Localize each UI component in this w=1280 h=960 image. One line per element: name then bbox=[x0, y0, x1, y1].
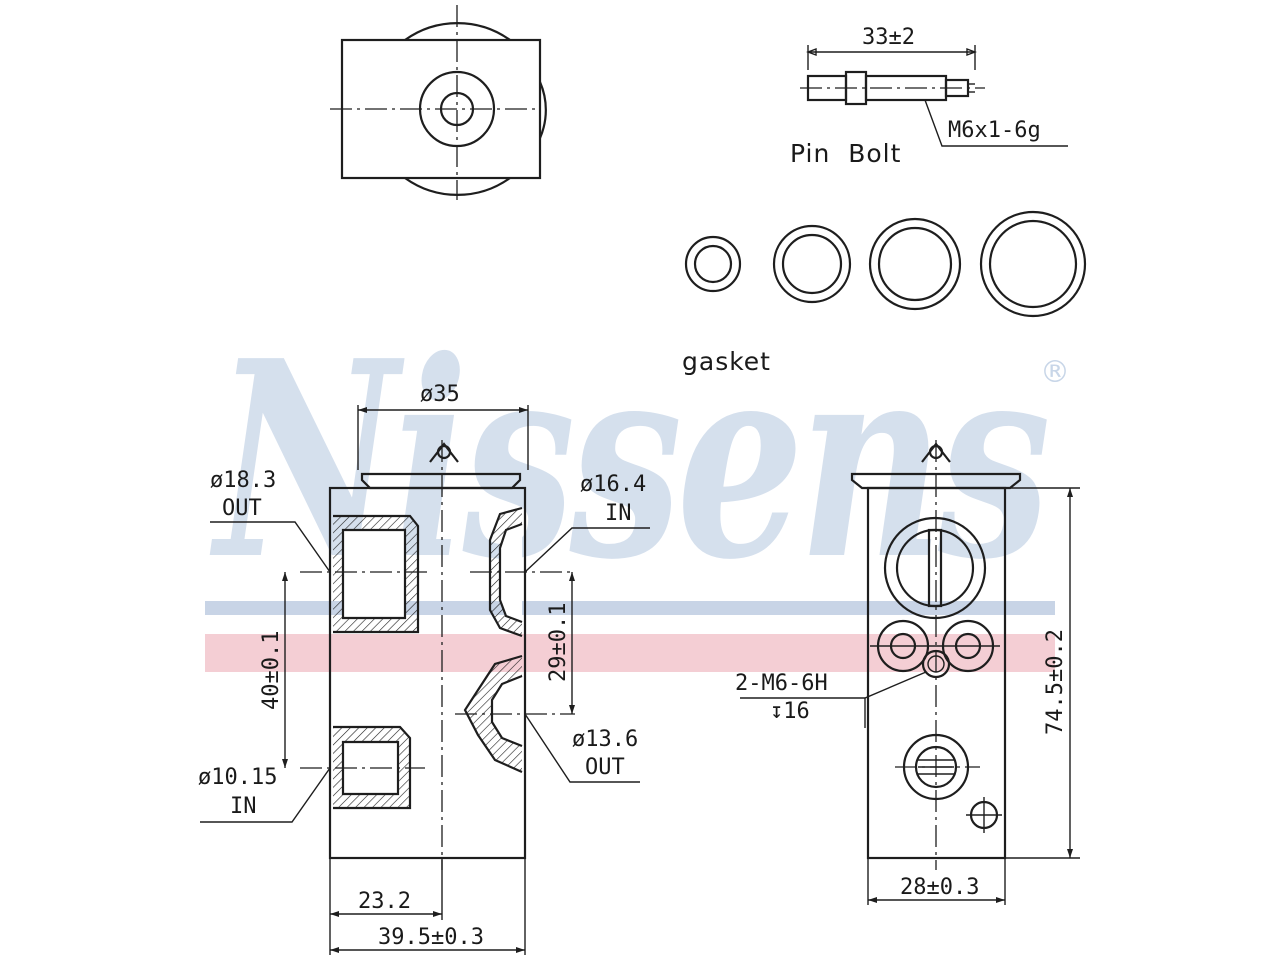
gasket-2 bbox=[772, 224, 852, 304]
watermark-registered-mark: ® bbox=[1040, 355, 1070, 390]
gasket-set: gasket bbox=[682, 210, 1087, 376]
side-thread-line2: ↧16 bbox=[770, 699, 810, 724]
front-center-dim: 40±0.1 bbox=[259, 631, 284, 710]
front-view: ø35 ø18.3 OUT bbox=[198, 382, 650, 955]
pin-bolt-thread-callout: M6x1-6g bbox=[948, 118, 1041, 143]
side-thread-line1: 2-M6-6H bbox=[735, 671, 828, 696]
front-width-total: 39.5±0.3 bbox=[378, 925, 484, 950]
pin-bolt-length-dim: 33±2 bbox=[862, 25, 915, 50]
front-top-dia: ø35 bbox=[420, 382, 460, 407]
front-outlet-large-dia: ø18.3 bbox=[210, 468, 276, 493]
pin-bolt: 33±2 M6x1-6g Pin Bolt bbox=[790, 25, 1068, 168]
front-inlet-small-dia: ø16.4 bbox=[580, 472, 646, 497]
front-inlet-large-label: IN bbox=[230, 794, 257, 819]
front-outlet-small-dia: ø13.6 bbox=[572, 727, 638, 752]
gasket-3 bbox=[868, 217, 962, 311]
gasket-4 bbox=[979, 210, 1087, 318]
top-view bbox=[330, 5, 547, 200]
front-inlet-small-label: IN bbox=[605, 501, 632, 526]
front-outlet-large-label: OUT bbox=[222, 496, 262, 521]
side-width-dim: 28±0.3 bbox=[900, 875, 979, 900]
pin-bolt-caption: Pin Bolt bbox=[790, 139, 901, 168]
gasket-1 bbox=[684, 235, 742, 293]
front-vertical-spacing: 29±0.1 bbox=[546, 603, 571, 682]
front-inlet-large-dia: ø10.15 bbox=[198, 765, 277, 790]
gasket-caption: gasket bbox=[682, 347, 771, 376]
front-width-partial: 23.2 bbox=[358, 889, 411, 914]
side-height-dim: 74.5±0.2 bbox=[1043, 629, 1068, 735]
side-view: 2-M6-6H ↧16 74.5±0.2 28±0.3 bbox=[735, 440, 1080, 905]
front-outlet-small-label: OUT bbox=[585, 755, 625, 780]
